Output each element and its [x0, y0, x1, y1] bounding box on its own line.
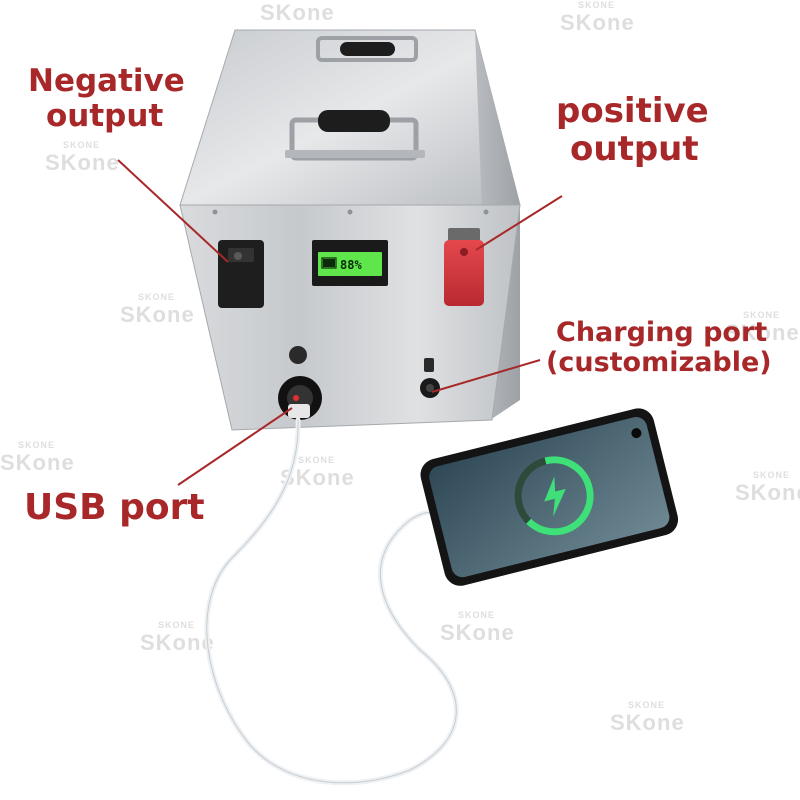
pointer-line-positive: [475, 195, 563, 251]
positive-output-label-line1: positive: [556, 91, 709, 131]
usb-cable-edge: [206, 419, 457, 784]
positive-output-label-line2: output: [570, 129, 699, 170]
usb-port: [278, 346, 322, 420]
charging-port-label: Charging port (customizable): [546, 317, 772, 378]
positive-output-label: positive output: [556, 92, 709, 168]
rear-handle: [316, 36, 418, 62]
charging-port-label-line1: Charging port: [556, 317, 768, 348]
positive-terminal: [444, 228, 484, 306]
battery-front-face: [179, 204, 521, 431]
charging-port: [420, 358, 440, 398]
pointer-line-negative: [117, 159, 229, 263]
screw: [212, 209, 218, 215]
negative-output-label: Negative output: [28, 64, 185, 133]
negative-output-label-line2: output: [46, 97, 164, 134]
battery-percent: 88%: [340, 258, 362, 272]
front-handle: [285, 110, 425, 161]
pointer-line-charging: [431, 359, 541, 393]
smartphone: [420, 408, 679, 586]
charging-port-label-line2: (customizable): [546, 347, 772, 379]
negative-terminal: [218, 240, 264, 308]
screw: [347, 209, 353, 215]
usb-port-label: USB port: [24, 487, 205, 528]
pointer-line-usb: [177, 407, 293, 486]
lightning-bolt-icon: [544, 476, 566, 517]
screw: [483, 209, 489, 215]
usb-cable: [204, 417, 459, 786]
negative-output-label-line1: Negative: [28, 63, 185, 99]
battery-display: 88%: [312, 240, 388, 286]
